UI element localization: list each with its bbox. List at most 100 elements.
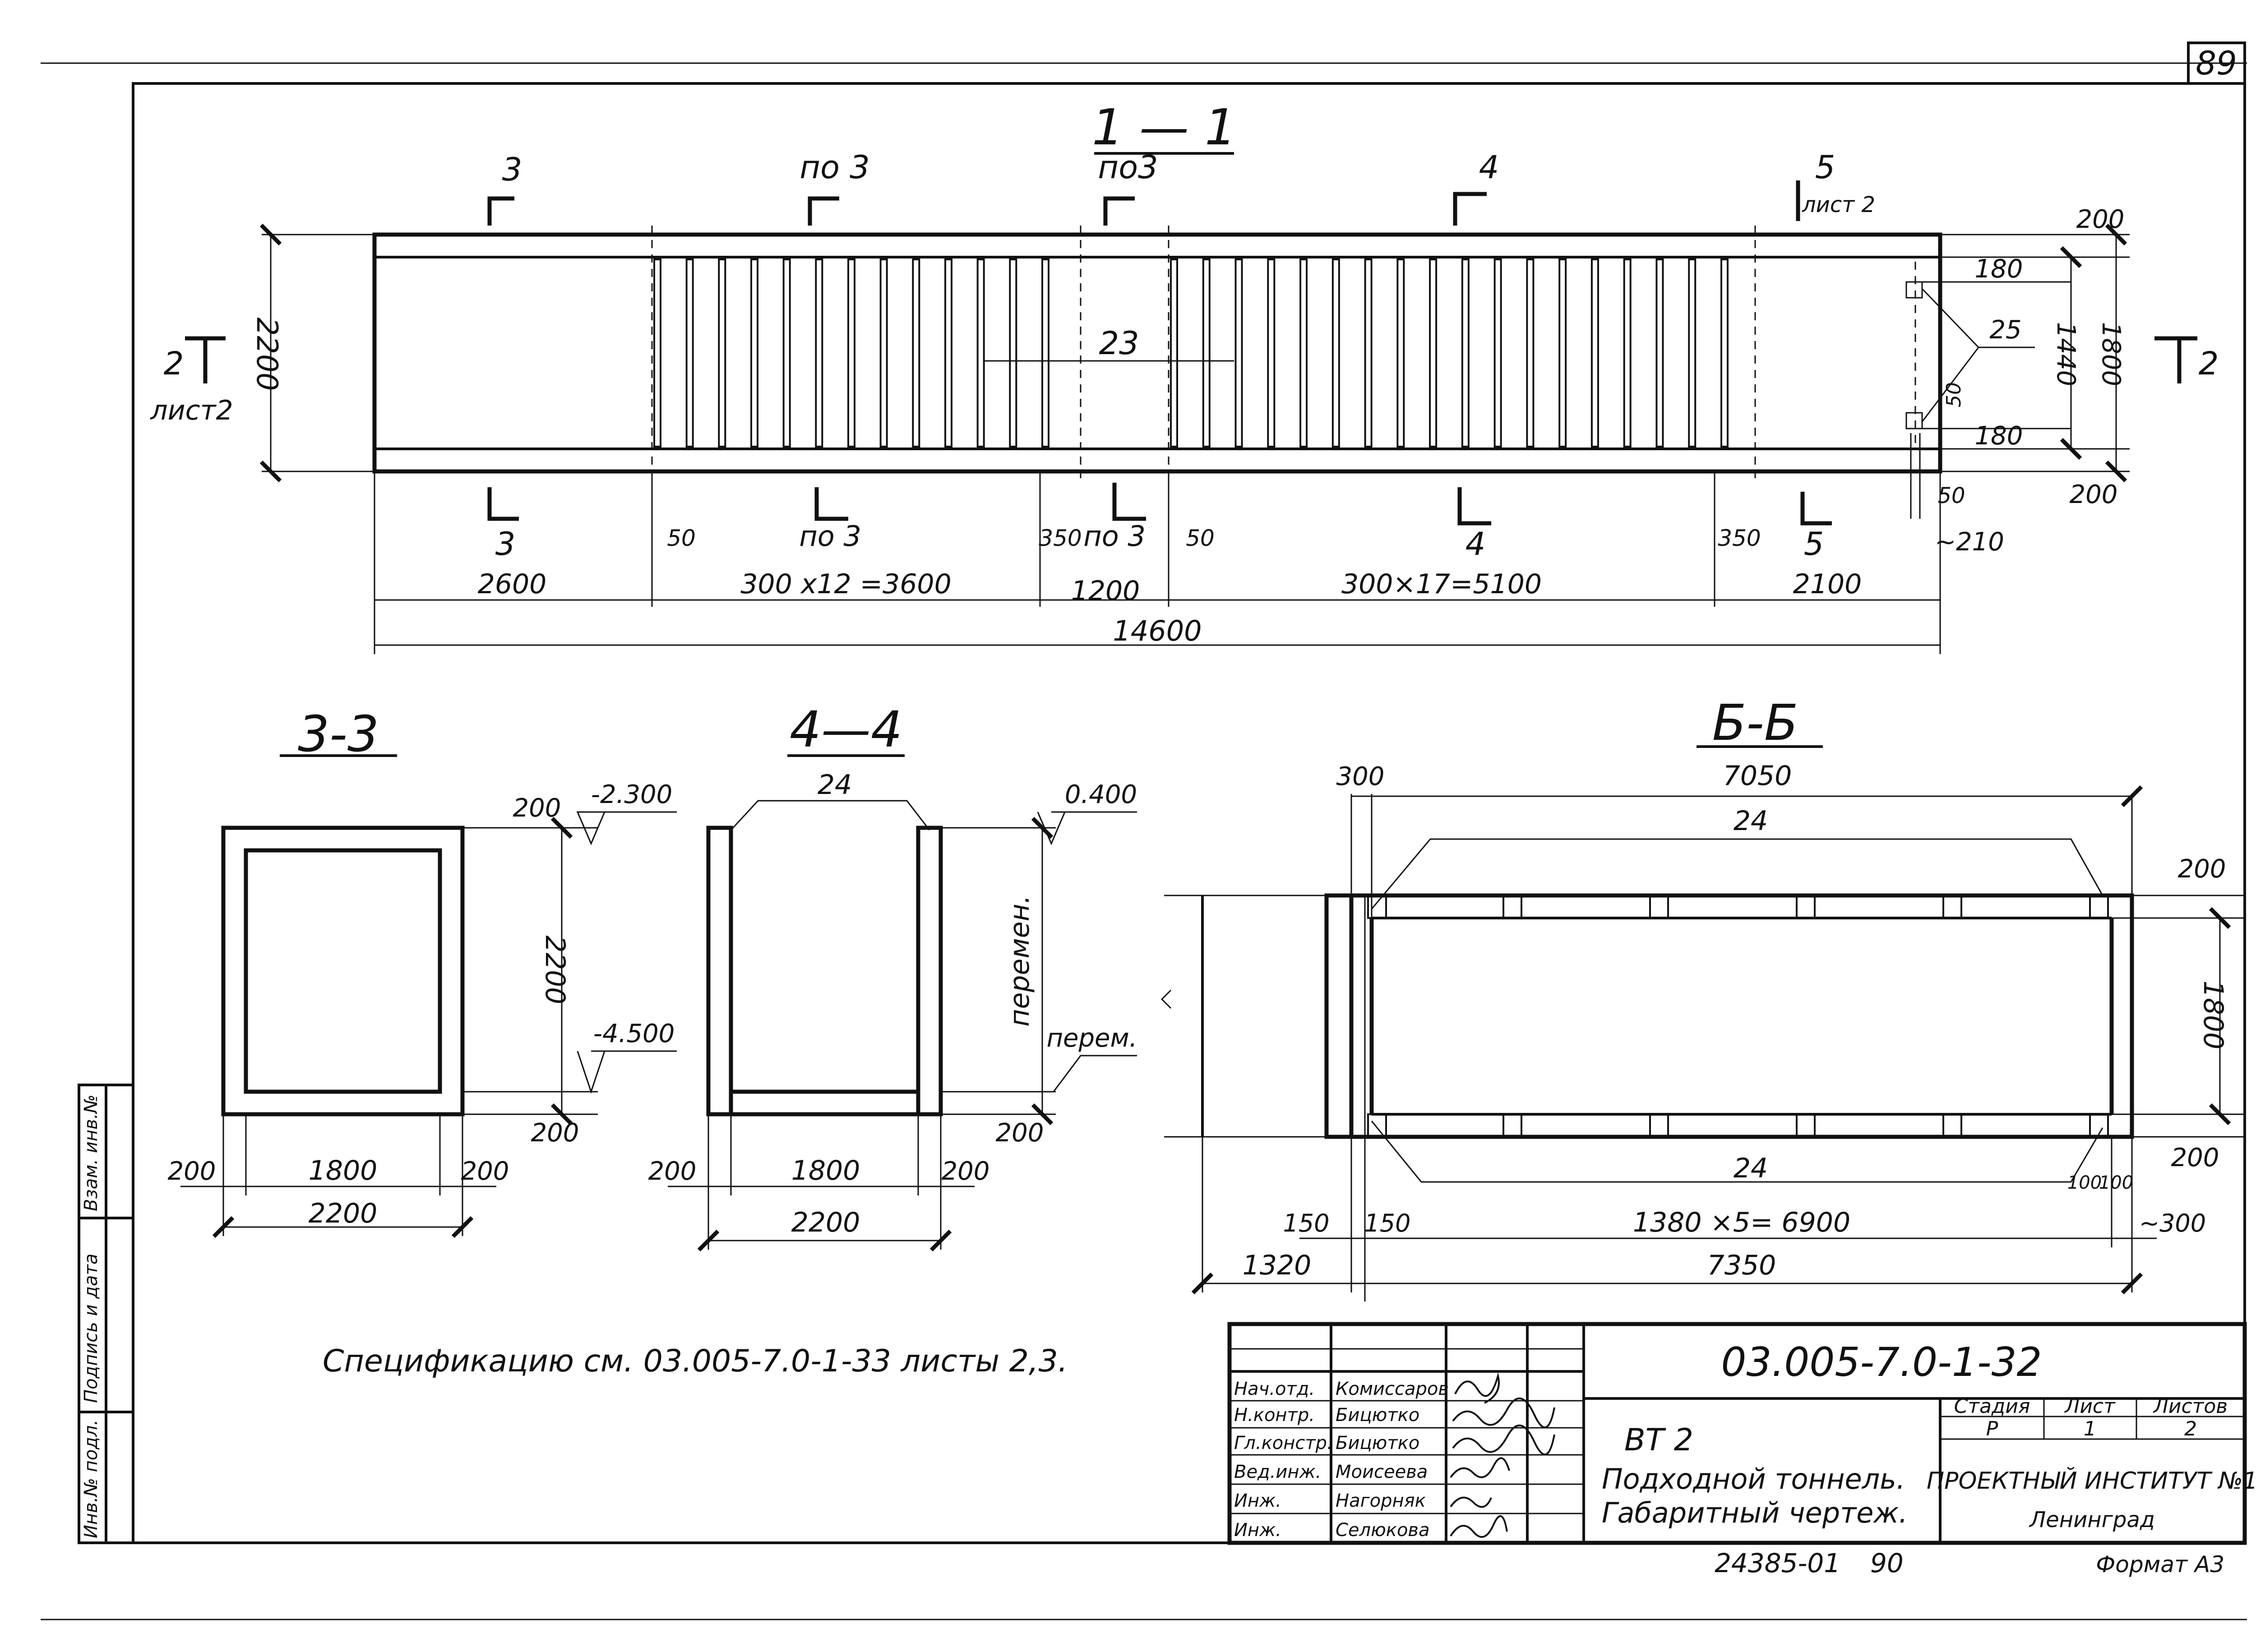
s3-wall-right: 200 [461,1157,509,1186]
rib [1041,258,1049,448]
section-6-6-title: Б-Б [1712,694,1798,752]
role-title: Инж. [1234,1520,1281,1541]
org-city: Ленинград [2029,1507,2155,1532]
s4-level-top: 0.400 [1065,780,1137,809]
s6-offset-left: 300 [1336,762,1385,791]
section-1-1: 1 — 1 23 3 по 3 по3 4 5 лист 2 3 п [150,98,2219,654]
marker-top-3: по3 [1098,149,1158,186]
section-4-4: 4—4 24 0.400 перемен. перем. 200 200 180… [648,701,1137,1252]
s6-height: 1800 [2197,981,2229,1050]
marker-5-sheet: лист 2 [1802,192,1875,217]
s6-dim-100a: 100 [2067,1172,2102,1193]
side-marker-left-sheet: лист2 [150,395,233,426]
spec-note: Спецификацию см. 03.005-7.0-1-33 листы 2… [323,1343,1068,1379]
s3-level-bottom: -4.500 [593,1019,675,1048]
section-3-3-title: 3-3 [298,705,379,763]
s3-level-top: -2.300 [591,780,673,809]
org-name: ПРОЕКТНЫЙ ИНСТИТУТ №1 [1927,1467,2256,1495]
rib [1655,258,1664,448]
height-dim: 2200 [250,318,283,391]
side-stamp-replace: Взам. инв.№ [81,1094,102,1211]
section-6-6: Б-Б 24 24 300 7050 200 180 [1160,694,2245,1301]
s6-dim-150a: 150 [1283,1209,1329,1237]
rib [815,258,823,448]
joint-block [1367,895,1387,919]
s3-outer-width: 2200 [309,1198,378,1229]
role-name: Селюкова [1336,1520,1430,1541]
role-title: Гл.констр. [1234,1433,1333,1454]
role-title: Нач.отд. [1234,1379,1315,1399]
signature-marks [1450,1372,1555,1538]
rib [847,258,855,448]
marker-bottom-4: 4 [1465,526,1486,563]
right-dim-1800: 1800 [2096,322,2126,387]
right-dim-1440: 1440 [2051,322,2080,387]
section-1-1-title: 1 — 1 [1092,98,1236,156]
s3-top-thickness: 200 [513,794,561,823]
bottom-dim-5100: 300×17=5100 [1341,568,1542,600]
section-3-3: 3-3 200 -2.300 2200 -4.500 200 200 1800 … [168,705,677,1238]
rib [1461,258,1470,448]
rib [750,258,758,448]
right-dim-50-bottom: 50 [1937,483,1965,508]
doc-code: 03.005-7.0-1-32 [1721,1339,2042,1385]
rib [1720,258,1729,448]
description-2: Габаритный чертеж. [1602,1496,1908,1529]
marker-bottom-5: 5 [1804,526,1824,563]
right-dim-180-top: 180 [1975,254,2023,284]
rib [718,258,726,448]
rib [1623,258,1632,448]
rib [1202,258,1211,448]
side-stamp-sign: Подпись и дата [81,1254,102,1403]
marker-bottom-1: 3 [495,526,516,563]
marker-bottom-2: по 3 [799,520,861,553]
marker-top-4: 4 [1479,149,1499,186]
section-4-4-title: 4—4 [790,701,902,758]
rib [1429,258,1438,448]
sheets-header: Листов [2153,1395,2228,1418]
sheet-frame [41,42,2247,1620]
description-1: Подходной тоннель. [1602,1463,1905,1495]
rib-group-b [1170,258,1729,448]
small-dim-50-b: 50 [1186,525,1215,551]
small-dim-350-b: 350 [1718,525,1761,551]
joint-block [1796,895,1816,919]
joint-block [1367,1113,1387,1138]
span-label: 23 [1099,325,1139,362]
section-6-ribs [1367,895,2109,1138]
joint-block [1649,895,1669,919]
s6-bay-dims: 1380 ×5= 6900 [1633,1207,1850,1238]
s6-bottom-thickness: 200 [2171,1143,2219,1172]
right-dim-210: ~210 [1935,527,2004,557]
s6-dim-1320: 1320 [1243,1250,1312,1281]
bottom-dim-2100: 2100 [1793,568,1862,600]
rib-group-a [653,258,1049,448]
rib [1331,258,1340,448]
right-dim-50: 50 [1942,382,1965,407]
s3-wall-left: 200 [168,1157,216,1186]
role-name: Бицютко [1336,1405,1419,1426]
rib [976,258,985,448]
rib [1688,258,1697,448]
role-title: Инж. [1234,1490,1281,1511]
joint-block [1502,895,1522,919]
rib [1009,258,1017,448]
s6-span: 7050 [1723,760,1792,792]
rib [782,258,791,448]
small-dim-350-a: 350 [1039,525,1082,551]
s6-dim-300: ~300 [2139,1209,2206,1237]
joint-block [2089,895,2109,919]
s4-wall-left: 200 [648,1157,697,1186]
bottom-dim-1200: 1200 [1071,575,1140,607]
bottom-dim-3600: 300 x12 =3600 [740,568,952,600]
s4-outer-width: 2200 [791,1207,860,1238]
s3-height: 2200 [539,936,571,1005]
sheet-value: 1 [2084,1417,2096,1440]
bottom-dim-2600: 2600 [478,568,547,600]
s6-slab-bottom: 24 [1734,1153,1768,1184]
joint-block [2089,1113,2109,1138]
rib [912,258,920,448]
inventory-page: 90 [1870,1548,1904,1578]
small-dim-50-a: 50 [667,525,696,551]
